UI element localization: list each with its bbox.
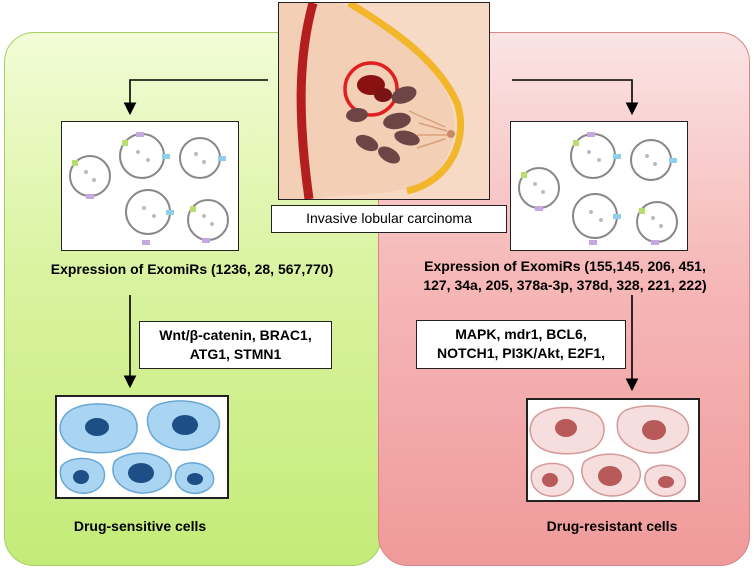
left-exosomes-svg: [69, 132, 229, 245]
sensitive-nucleus: [73, 470, 89, 484]
left-pathways-line2: ATG1, STMN1: [189, 346, 282, 362]
arrow-to-right-exosomes: [512, 79, 639, 116]
right-pathways-line2: NOTCH1, PI3K/Akt, E2F1,: [436, 345, 606, 361]
center-label-box: Invasive lobular carcinoma: [271, 205, 507, 233]
sensitive-nucleus: [85, 418, 109, 436]
resistant-nucleus: [598, 466, 622, 486]
right-expression-line1: Expression of ExomiRs (155,145, 206, 451…: [424, 258, 706, 274]
resistant-cells-svg: [529, 405, 690, 497]
left-expression-label: Expression of ExomiRs (1236, 28, 567,770…: [50, 261, 334, 277]
left-exosome-box: [61, 121, 239, 251]
resistant-nucleus: [555, 419, 577, 437]
resistant-nucleus: [658, 476, 674, 488]
sensitive-cells-label: Drug-sensitive cells: [73, 518, 207, 534]
resistant-nucleus: [542, 473, 558, 487]
tumor-highlight-circle: [343, 61, 399, 117]
right-exosome-box: [510, 121, 688, 251]
resistant-nucleus: [642, 420, 666, 440]
sensitive-cells-box: [55, 395, 229, 499]
resistant-cells-label: Drug-resistant cells: [546, 518, 678, 534]
sensitive-nucleus: [187, 473, 203, 485]
chest-wall-band: [296, 3, 318, 199]
sensitive-nucleus: [128, 463, 154, 483]
right-pathways-line1: MAPK, mdr1, BCL6,: [455, 326, 587, 342]
sensitive-nucleus: [172, 415, 198, 435]
right-exosomes-svg: [518, 132, 678, 245]
right-pathway-box: MAPK, mdr1, BCL6, NOTCH1, PI3K/Akt, E2F1…: [416, 320, 626, 369]
right-expression-line2: 127, 34a, 205, 378a-3p, 378d, 328, 221, …: [423, 277, 707, 293]
left-pathways-line1: Wnt/β-catenin, BRAC1,: [159, 327, 312, 343]
arrow-to-left-exosomes: [123, 79, 268, 116]
breast-illustration: [278, 2, 490, 200]
sensitive-cells-svg: [59, 400, 221, 495]
breast-svg: [279, 3, 489, 199]
resistant-cells-box: [526, 398, 700, 502]
left-pathway-box: Wnt/β-catenin, BRAC1, ATG1, STMN1: [139, 321, 332, 369]
center-label: Invasive lobular carcinoma: [306, 210, 472, 226]
